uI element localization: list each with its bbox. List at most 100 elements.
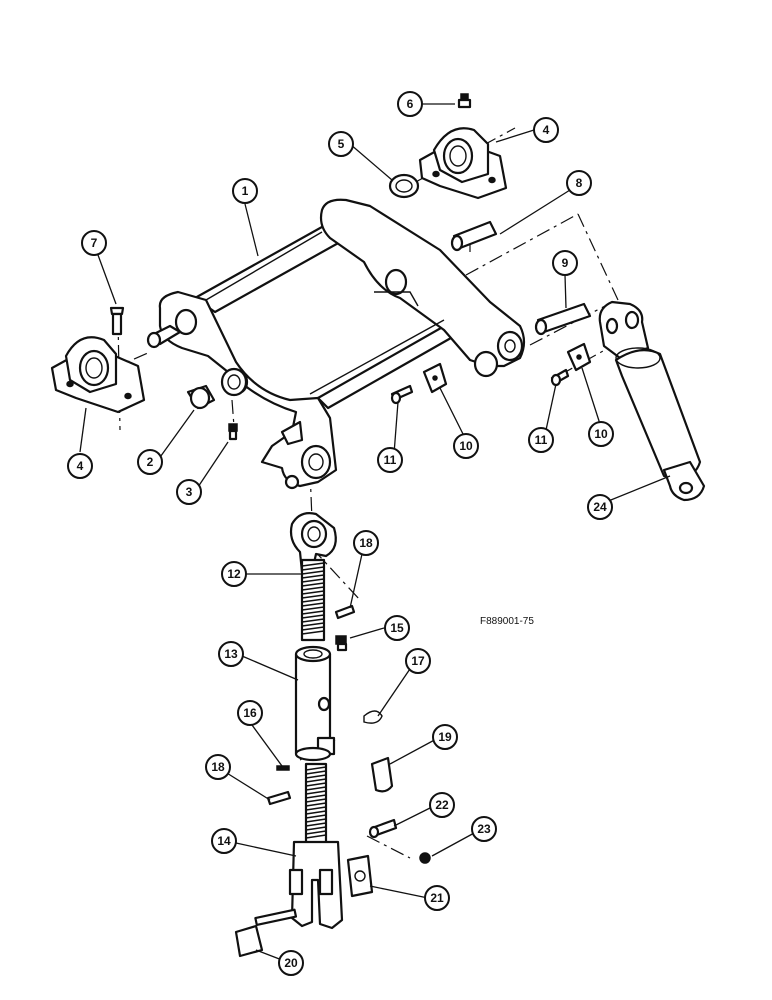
bushing-2 [186, 384, 216, 410]
thread-line [305, 794, 327, 799]
callout-label: 7 [91, 236, 98, 250]
grease-fitting-15 [335, 635, 348, 652]
bolt-7 [109, 306, 125, 336]
retainer-plate-10-right [566, 342, 592, 372]
bearing-5 [388, 173, 420, 199]
callout-11-right: 11 [528, 427, 554, 453]
thread-line [305, 790, 327, 795]
callout-label: 10 [594, 427, 608, 441]
thread-line [301, 618, 325, 623]
leader-lines [79, 103, 671, 961]
callout-label: 10 [459, 439, 473, 453]
thread-line [305, 810, 327, 815]
callout-4-right: 4 [533, 117, 559, 143]
callout-17: 17 [405, 648, 431, 674]
retainer-plate-10-left [422, 362, 448, 394]
callout-label: 24 [593, 500, 607, 514]
left-bearing-block [50, 336, 146, 414]
roll-pin-18-lower [266, 790, 292, 806]
callout-label: 17 [411, 654, 425, 668]
callout-label: 11 [535, 433, 548, 447]
thread-line [301, 582, 325, 587]
thread-line [301, 598, 325, 603]
pin-8 [450, 220, 498, 252]
thread-line [301, 570, 325, 575]
callout-label: 21 [430, 891, 444, 905]
cap-screw-11-right [550, 368, 570, 387]
callout-6: 6 [397, 91, 423, 117]
callout-label: 23 [477, 822, 491, 836]
callout-label: 18 [359, 536, 373, 550]
thread-line [301, 594, 325, 599]
callout-16: 16 [237, 700, 263, 726]
keeper-plate-21 [346, 854, 374, 898]
callout-label: 2 [147, 455, 154, 469]
hydraulic-cylinder-24 [598, 300, 706, 502]
thread-line [305, 834, 327, 839]
grease-fitting-6 [457, 93, 472, 109]
thread-line [301, 610, 325, 615]
thread-line [301, 602, 325, 607]
callout-label: 13 [224, 647, 238, 661]
thread-line [301, 574, 325, 579]
thread-line [305, 818, 327, 823]
thread-line [305, 814, 327, 819]
thread-line [301, 606, 325, 611]
callout-15: 15 [384, 615, 410, 641]
callout-11-left: 11 [377, 447, 403, 473]
callout-label: 18 [211, 760, 225, 774]
callout-1: 1 [232, 178, 258, 204]
callout-19: 19 [432, 724, 458, 750]
bearing-small [220, 367, 248, 397]
thread-line [305, 830, 327, 835]
clevis-pin-20 [234, 908, 298, 958]
nut-23 [419, 852, 431, 864]
tube-13 [294, 645, 336, 762]
thread-line [301, 590, 325, 595]
thread-line [305, 802, 327, 807]
callout-21: 21 [424, 885, 450, 911]
callout-label: 20 [284, 956, 298, 970]
callout-label: 12 [227, 567, 241, 581]
callout-4-left: 4 [67, 453, 93, 479]
callout-label: 9 [562, 256, 569, 270]
thread-line [305, 786, 327, 791]
roll-pin-16 [276, 765, 290, 771]
lock-plate-19 [370, 756, 394, 793]
thread-line [305, 778, 327, 783]
clevis-14-threads [305, 766, 327, 839]
thread-line [305, 822, 327, 827]
callout-label: 8 [576, 176, 583, 190]
thread-line [305, 782, 327, 787]
callout-label: 1 [242, 184, 249, 198]
callouts: 1 2 3 4 4 5 6 7 8 9 10 10 11 11 12 13 14… [67, 91, 614, 976]
callout-14: 14 [211, 828, 237, 854]
thread-line [305, 806, 327, 811]
callout-20: 20 [278, 950, 304, 976]
thread-line [305, 798, 327, 803]
callout-18-upper: 18 [353, 530, 379, 556]
callout-2: 2 [137, 449, 163, 475]
callout-24: 24 [587, 494, 613, 520]
thread-line [301, 578, 325, 583]
thread-line [301, 586, 325, 591]
thread-line [301, 614, 325, 619]
callout-label: 22 [435, 798, 449, 812]
thread-line [301, 630, 325, 635]
callout-label: 11 [384, 453, 397, 467]
thread-line [301, 626, 325, 631]
callout-label: 4 [77, 459, 84, 473]
figure-id: F889001-75 [480, 616, 534, 627]
thread-line [301, 622, 325, 627]
cap-screw-22 [368, 818, 398, 839]
spring-clip-17 [363, 710, 383, 724]
thread-line [305, 774, 327, 779]
callout-10-left: 10 [453, 433, 479, 459]
rod-end-12-threads [301, 562, 325, 635]
callout-label: 5 [338, 137, 345, 151]
thread-line [301, 566, 325, 571]
callout-9: 9 [552, 250, 578, 276]
callout-23: 23 [471, 816, 497, 842]
